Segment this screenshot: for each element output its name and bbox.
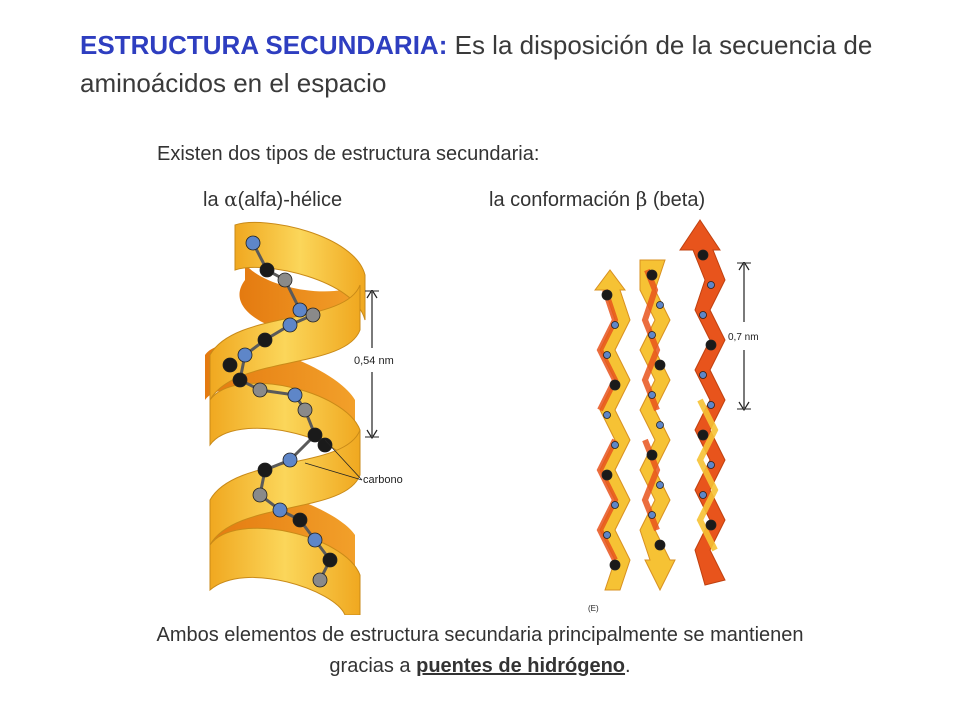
helix-atom xyxy=(252,487,268,503)
sheet-atom xyxy=(611,441,619,449)
beta-suffix: (beta) xyxy=(647,189,706,211)
helix-atom xyxy=(282,317,298,333)
sheet-atom xyxy=(705,519,717,531)
sheet-atom xyxy=(697,429,709,441)
sheet-atom xyxy=(654,359,666,371)
subtitle: Existen dos tipos de estructura secundar… xyxy=(157,143,540,165)
sheet-atom xyxy=(646,269,658,281)
footer-line-2-suffix: . xyxy=(625,655,631,677)
title-text: Es la disposición de la secuencia de ami… xyxy=(80,30,873,98)
helix-atom xyxy=(277,272,293,288)
footer-line-2: gracias a puentes de hidrógeno. xyxy=(40,651,920,682)
sheet-atom xyxy=(699,371,707,379)
carbon-label: carbono xyxy=(363,474,403,486)
alpha-measure-label: 0,54 nm xyxy=(354,355,394,367)
helix-atom xyxy=(257,462,273,478)
sheet-atom xyxy=(601,289,613,301)
alpha-helix-label: la α(alfa)-hélice xyxy=(203,187,342,212)
beta-prefix: la conformación xyxy=(489,189,636,211)
helix-atom xyxy=(305,307,321,323)
helix-atom xyxy=(252,382,268,398)
hydrogen-bonds-term: puentes de hidrógeno xyxy=(416,655,626,677)
helix-atom xyxy=(307,532,323,548)
helix-atom xyxy=(322,552,338,568)
alpha-measure-arrow xyxy=(365,290,379,440)
alpha-helix-figure xyxy=(205,221,366,615)
alpha-prefix: la xyxy=(203,189,225,211)
helix-atom xyxy=(232,372,248,388)
footer-text: Ambos elementos de estructura secundaria… xyxy=(40,620,920,682)
sheet-atom xyxy=(646,449,658,461)
slide-title: ESTRUCTURA SECUNDARIA: Es la disposición… xyxy=(80,26,920,102)
sheet-atom xyxy=(601,469,613,481)
title-highlight: ESTRUCTURA SECUNDARIA: xyxy=(80,30,448,60)
sheet-atom xyxy=(648,391,656,399)
sheet-atom xyxy=(705,339,717,351)
helix-atom xyxy=(259,262,275,278)
sheet-atom xyxy=(699,311,707,319)
footer-line-2-prefix: gracias a xyxy=(329,655,417,677)
beta-measure-label: 0,7 nm xyxy=(728,332,759,343)
sheet-atom xyxy=(648,511,656,519)
carbon-pointer-lines xyxy=(304,439,363,481)
sheet-atom xyxy=(656,481,664,489)
sheet-atom xyxy=(654,539,666,551)
sheet-atom xyxy=(707,281,715,289)
helix-atom xyxy=(237,347,253,363)
helix-atom xyxy=(312,572,328,588)
helix-atom xyxy=(257,332,273,348)
sheet-atom xyxy=(609,559,621,571)
helix-atom xyxy=(245,235,261,251)
sheet-atom xyxy=(603,531,611,539)
helix-atom xyxy=(282,452,298,468)
sheet-atom xyxy=(603,351,611,359)
helix-atom xyxy=(287,387,303,403)
sheet-atom xyxy=(697,249,709,261)
sheet-atom xyxy=(648,331,656,339)
sheet-atom xyxy=(707,401,715,409)
sheet-atom xyxy=(656,301,664,309)
sheet-atom xyxy=(611,501,619,509)
sheet-atom xyxy=(699,491,707,499)
helix-atom xyxy=(307,427,323,443)
beta-measure-arrow xyxy=(737,262,751,412)
sheet-atom xyxy=(609,379,621,391)
sheet-atom xyxy=(603,411,611,419)
helix-atom xyxy=(222,357,238,373)
helix-atom xyxy=(292,512,308,528)
sheet-atom xyxy=(707,461,715,469)
beta-symbol: β xyxy=(635,187,648,211)
footer-line-1: Ambos elementos de estructura secundaria… xyxy=(156,624,804,646)
beta-sheet-label: la conformación β (beta) xyxy=(489,187,705,212)
alpha-symbol: α xyxy=(224,187,238,211)
helix-atom xyxy=(272,502,288,518)
alpha-suffix: (alfa)-hélice xyxy=(237,189,343,211)
sheet-atom xyxy=(611,321,619,329)
beta-figure-tag: (E) xyxy=(588,604,599,613)
sheet-atom xyxy=(656,421,664,429)
helix-atom xyxy=(297,402,313,418)
beta-sheet-figure xyxy=(594,219,726,592)
helix-atom xyxy=(317,437,333,453)
helix-atom xyxy=(292,302,308,318)
